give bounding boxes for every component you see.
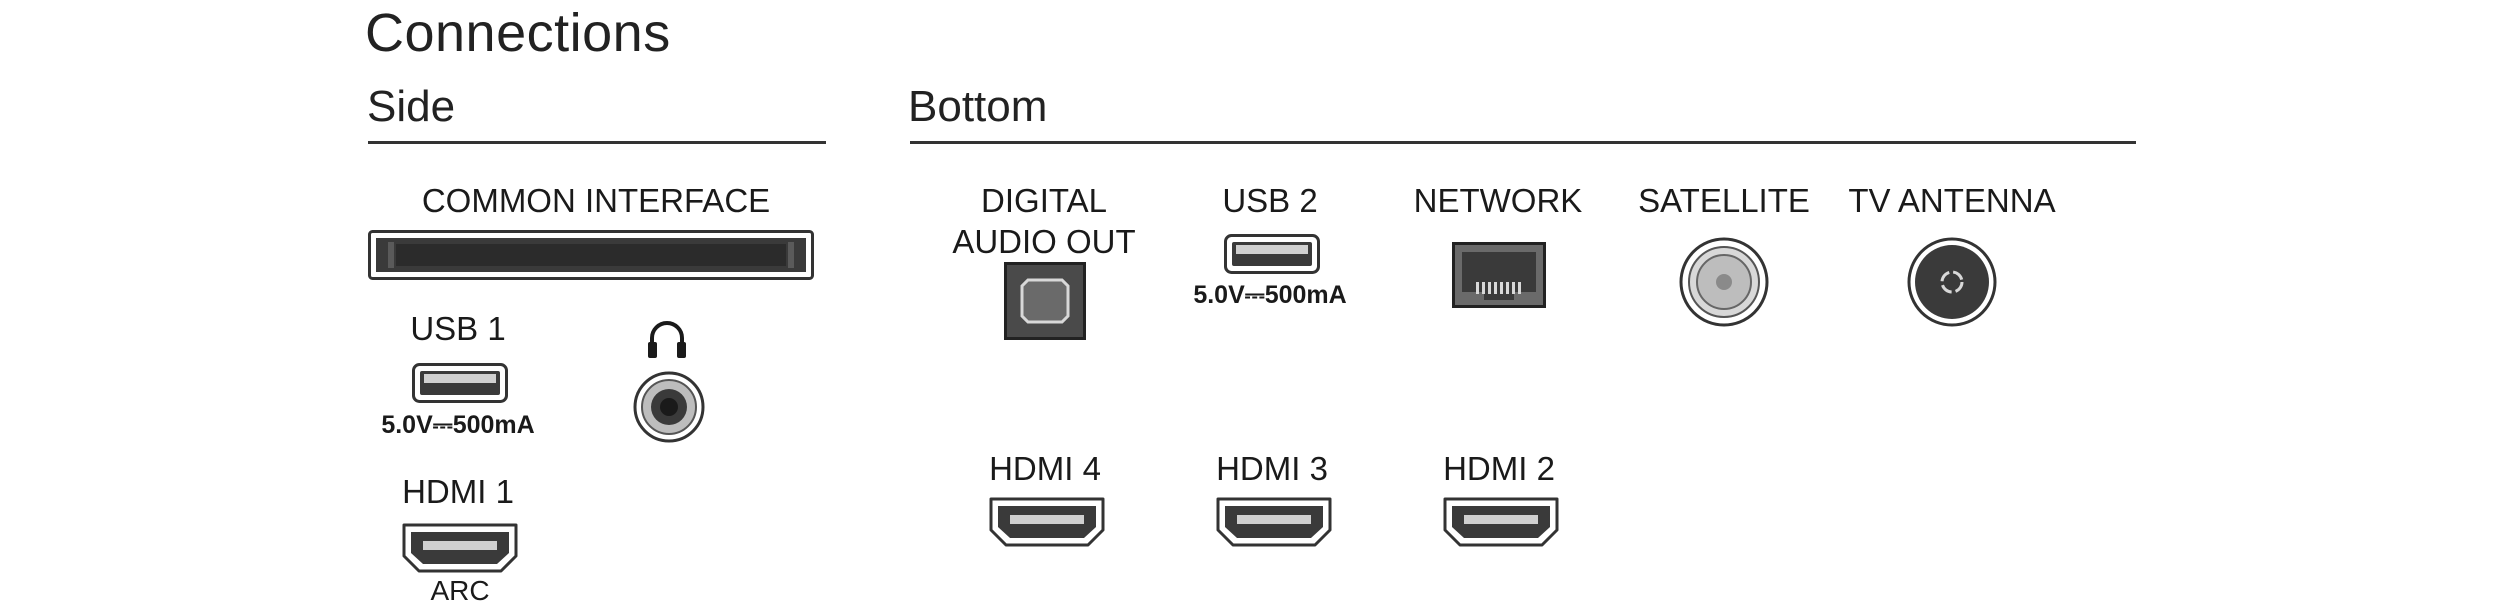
headphone-icon	[646, 320, 688, 360]
hdmi4-port[interactable]	[988, 496, 1106, 548]
usb1-port[interactable]	[412, 363, 508, 403]
section-bottom-divider	[910, 141, 2136, 144]
hdmi1-arc-label: ARC	[430, 575, 490, 606]
usb2-port[interactable]	[1224, 234, 1320, 274]
digital-audio-out-port[interactable]	[1004, 262, 1086, 340]
satellite-connector[interactable]	[1678, 236, 1770, 328]
section-side-label: Side	[367, 82, 456, 131]
hdmi2-port[interactable]	[1442, 496, 1560, 548]
satellite-label: SATELLITE	[1638, 182, 1810, 219]
hdmi2-label: HDMI 2	[1443, 450, 1555, 487]
tv-antenna-connector[interactable]	[1906, 236, 1998, 328]
network-port[interactable]	[1452, 242, 1546, 308]
usb1-label: USB 1	[410, 310, 506, 347]
page-title: Connections	[365, 3, 671, 63]
hdmi1-label: HDMI 1	[402, 473, 514, 510]
digital-audio-out-label-line2: AUDIO OUT	[952, 223, 1136, 260]
usb2-label: USB 2	[1222, 182, 1318, 219]
hdmi1-port[interactable]	[401, 522, 519, 574]
tv-antenna-label: TV ANTENNA	[1848, 182, 2056, 219]
digital-audio-out-label-line1: DIGITAL	[981, 182, 1107, 219]
common-interface-label: COMMON INTERFACE	[421, 182, 771, 219]
hdmi4-label: HDMI 4	[989, 450, 1101, 487]
hdmi3-label: HDMI 3	[1216, 450, 1328, 487]
common-interface-slot[interactable]	[368, 230, 814, 280]
network-label: NETWORK	[1413, 182, 1583, 219]
usb1-rating: 5.0V⎓500mA	[381, 411, 535, 439]
headphone-jack[interactable]	[632, 370, 706, 444]
usb2-rating: 5.0V⎓500mA	[1193, 281, 1347, 309]
hdmi3-port[interactable]	[1215, 496, 1333, 548]
section-bottom-label: Bottom	[908, 82, 1048, 131]
section-side-divider	[368, 141, 826, 144]
